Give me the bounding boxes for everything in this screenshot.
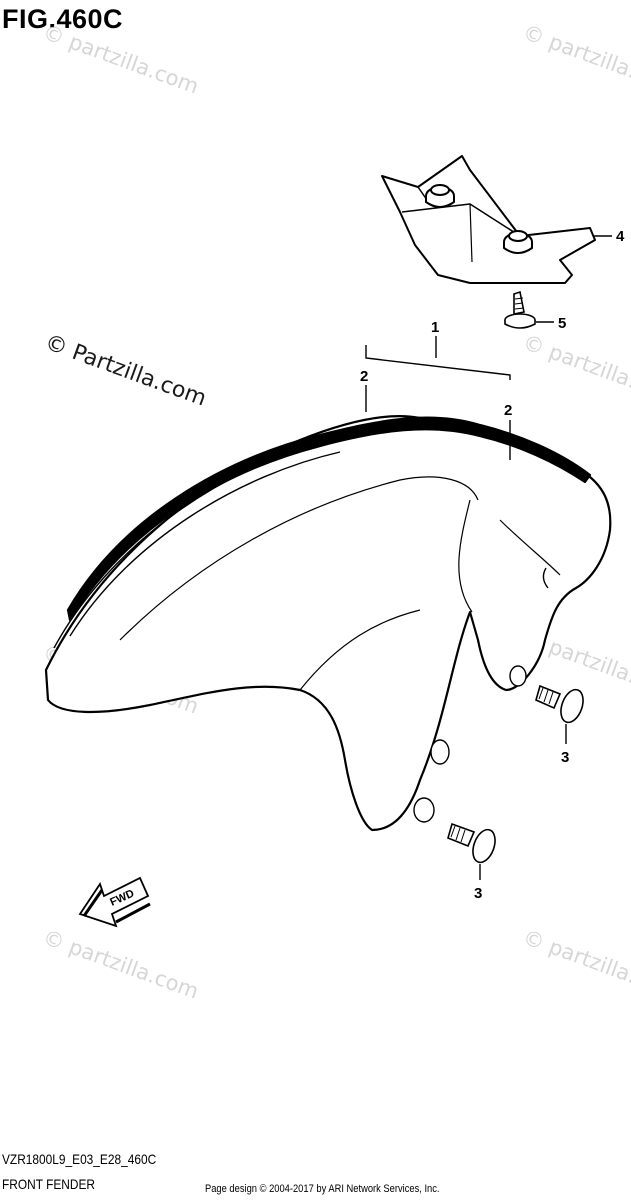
front-fender[interactable] bbox=[44, 414, 612, 832]
callout-4: 4 bbox=[616, 228, 625, 245]
figure-title: FIG.460C bbox=[2, 4, 124, 34]
bracket-nut-right bbox=[503, 230, 533, 254]
callout-3: 3 bbox=[561, 749, 569, 766]
callout-2: 2 bbox=[360, 368, 368, 385]
tapping-screw[interactable] bbox=[504, 290, 536, 329]
callout-2: 2 bbox=[504, 402, 512, 419]
fender-bolt-lower[interactable] bbox=[447, 822, 499, 865]
callout-5: 5 bbox=[558, 315, 566, 332]
bracket-nut-left bbox=[425, 184, 455, 208]
fwd-arrow-icon: FWD bbox=[78, 876, 151, 928]
section-name: FRONT FENDER bbox=[2, 1176, 96, 1192]
callout-1: 1 bbox=[431, 319, 439, 336]
page-credit: Page design © 2004-2017 by ARI Network S… bbox=[205, 1183, 440, 1195]
leader-lines bbox=[365, 235, 612, 880]
model-code: VZR1800L9_E03_E28_460C bbox=[2, 1151, 157, 1167]
fender-bolt-right[interactable] bbox=[535, 684, 587, 725]
fender-bracket[interactable] bbox=[381, 155, 596, 284]
callout-3: 3 bbox=[474, 885, 482, 902]
